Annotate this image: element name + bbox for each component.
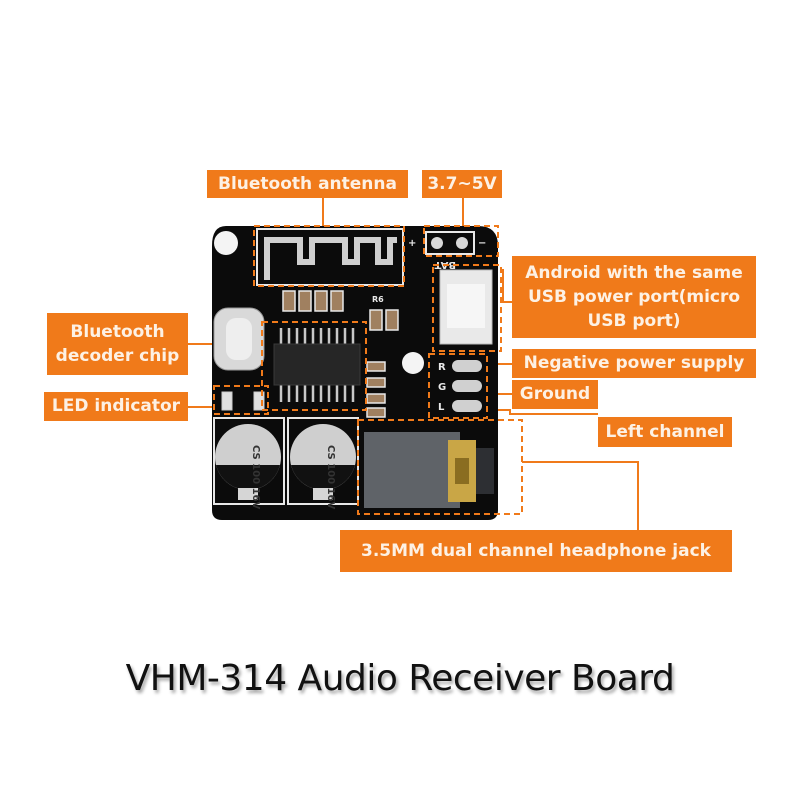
headphone-jack	[364, 432, 494, 508]
callout-decoder-chip: Bluetooth decoder chip	[47, 313, 188, 375]
left-leader	[488, 409, 598, 415]
callout-left-channel: Left channel	[598, 417, 732, 447]
mounting-hole	[214, 231, 238, 255]
silk-plus: +	[408, 238, 416, 249]
led-region	[213, 385, 269, 415]
silk-r: R	[438, 362, 446, 373]
jack-leader	[522, 461, 639, 530]
smd-capacitors	[282, 290, 399, 331]
chip-region	[261, 321, 367, 411]
callout-power-voltage: 3.7~5V	[422, 170, 502, 198]
electrolytic-capacitor	[213, 417, 285, 505]
callout-headphone-jack: 3.5MM dual channel headphone jack	[340, 530, 732, 572]
smd-resistors	[366, 361, 386, 418]
decoder-chip	[273, 328, 361, 402]
capacitor-label-2: CS 100 16V	[325, 445, 336, 509]
micro-usb-port	[439, 269, 493, 345]
antenna-region	[253, 225, 405, 287]
mounting-hole	[402, 352, 424, 374]
usb-region	[432, 264, 502, 352]
led-component	[221, 391, 265, 411]
page-title: VHM-314 Audio Receiver Board	[125, 658, 675, 699]
callout-negative-power: Negative power supply	[512, 349, 756, 378]
pcb-board	[212, 226, 498, 520]
callout-led-indicator: LED indicator	[44, 392, 188, 421]
callout-usb-port: Android with the same USB power port(mic…	[512, 256, 756, 338]
crystal-oscillator	[213, 307, 265, 371]
silk-g: G	[438, 382, 446, 393]
silk-l: L	[438, 402, 445, 413]
electrolytic-capacitor	[287, 417, 359, 505]
audio-output-pads	[452, 360, 482, 412]
battery-pads	[425, 231, 475, 255]
callout-ground: Ground	[512, 380, 598, 409]
silk-r6: R6	[372, 295, 384, 304]
jack-region	[357, 419, 523, 515]
capacitor-label-1: CS 100 16V	[250, 445, 261, 509]
silk-minus: −	[478, 238, 486, 249]
battery-region	[423, 225, 499, 257]
highlight-regions	[213, 225, 523, 515]
usb-leader	[502, 269, 512, 303]
callout-bluetooth-antenna: Bluetooth antenna	[207, 170, 408, 198]
output-pads-region	[428, 353, 488, 419]
